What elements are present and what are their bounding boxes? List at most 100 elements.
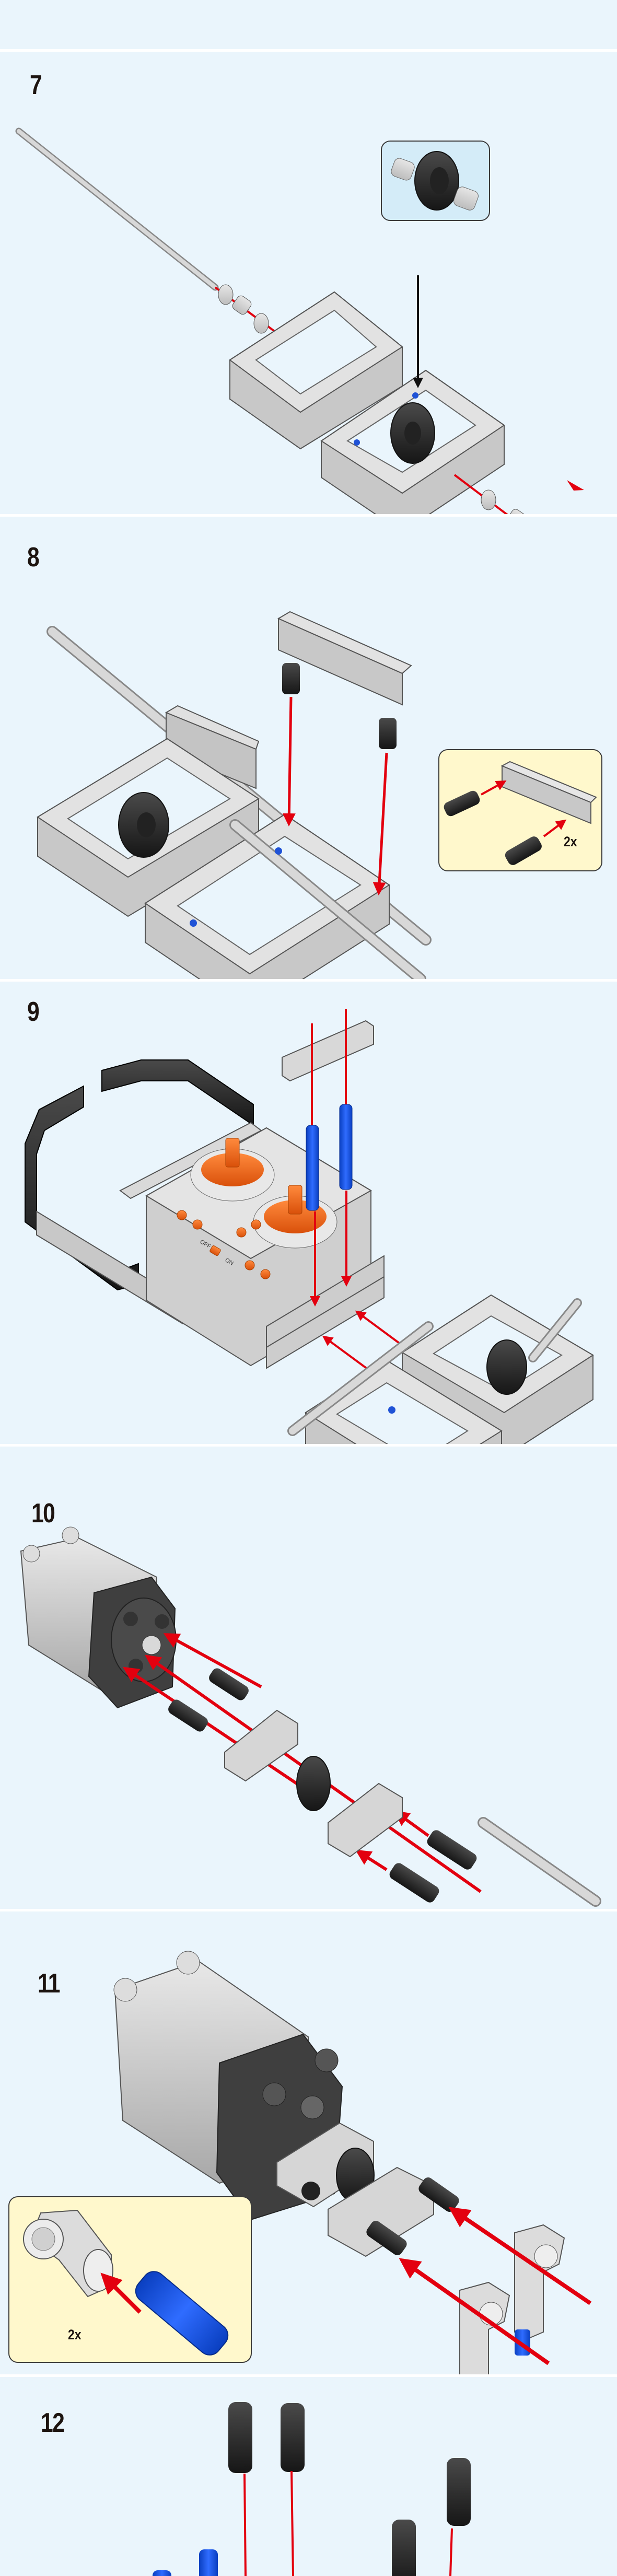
step-7: 7 [0,52,617,514]
quantity-label: 2x [564,834,577,849]
black-friction-pin [444,790,480,817]
beam-1x3 [224,1709,298,1782]
step-number: 9 [27,997,40,1027]
axle [478,1817,601,1907]
black-friction-pin [447,2458,471,2526]
step-number: 12 [41,2408,65,2438]
step-10: 10 [0,1447,617,1909]
bushing [506,509,529,514]
sub-assembly-callout [381,141,490,221]
blue-axle-pin [153,2570,171,2576]
blue-axle-pin [199,2549,218,2576]
bevel-gear [414,151,459,211]
step-number: 10 [31,1498,55,1529]
step-7-illustration [15,127,529,514]
assembly-arrow [399,2258,550,2365]
blue-axle-pin [339,1104,353,1190]
beam [277,611,412,706]
blue-pin [275,847,282,855]
black-friction-pin [366,2221,407,2255]
black-friction-pin [418,2177,459,2212]
black-friction-pin [282,663,300,694]
step-separator [0,1444,617,1447]
callout-parts [444,761,597,865]
axle [15,127,219,291]
callout-parts [23,2209,229,2356]
step-8: 8 [0,517,617,979]
step-9-illustration: OFF ON [25,1009,594,1444]
bushing [453,187,479,211]
open-frame [229,291,403,450]
black-friction-pin [209,1668,249,1700]
sub-assembly-callout: 2x [8,2196,252,2363]
step-number: 8 [27,542,40,573]
bevel-gear [296,1756,331,1811]
step-10-illustration [20,1526,601,1907]
sub-assembly-callout: 2x [438,749,602,871]
assembly-arrow [243,2473,247,2576]
black-friction-pin [505,836,542,865]
step-separator [0,49,617,52]
bushing [481,489,496,510]
callout-parts [391,151,479,211]
black-friction-pin [168,1699,208,1732]
angle-connector [23,2209,113,2298]
step-11: 11 [0,1911,617,2374]
assembly-arrow [282,696,296,826]
black-friction-pin [389,1863,439,1903]
assembly-arrow [322,1335,375,1374]
bevel-gear [486,1339,527,1395]
assembly-arrow [123,1666,325,1803]
step-11-illustration [113,1951,592,2374]
assembly-arrow [100,2272,142,2314]
bevel-gear [390,402,435,464]
step-12-illustration [153,2402,471,2576]
bushing [391,158,415,181]
step-separator [0,2374,617,2377]
assembly-arrow [449,2528,453,2576]
axle [229,819,426,979]
step-separator [0,514,617,517]
blue-axle-pin [135,2271,229,2356]
quantity-label: 2x [68,2327,82,2342]
bushing [232,295,252,315]
assembly-arrow [290,2470,294,2576]
black-friction-pin [392,2520,416,2576]
black-friction-pin [427,1830,477,1870]
bushing [253,313,269,334]
blue-pin [190,919,197,927]
beam [282,1020,374,1082]
step-separator [0,1909,617,1911]
assembly-arrow [355,1849,388,1871]
step-number: 11 [38,1968,60,1999]
beam [165,705,260,789]
step-8-illustration [37,611,432,979]
axle [287,1321,434,1436]
angle-connector [514,2224,565,2356]
axle [528,1298,582,1362]
step-9: 9 OFF ON [0,982,617,1444]
open-frame [144,813,390,979]
blue-pin [388,1406,395,1414]
black-friction-pin [228,2402,252,2473]
bevel-gear [118,792,169,858]
assembly-arrow [543,819,567,837]
beam-1x3 [328,1782,403,1858]
assembly-arrow [448,2207,592,2305]
step-number: 7 [30,70,42,100]
blue-pin [354,439,360,446]
assembly-arrow [453,474,508,514]
step-separator [0,979,617,982]
blue-axle-pin [306,1125,319,1211]
medium-motor [20,1526,177,1709]
bushing [218,284,234,305]
blue-pin [412,392,418,399]
assembly-arrow [481,780,507,796]
assembly-arrow [355,1310,406,1348]
assembly-arrow [372,752,388,895]
power-switch[interactable] [209,1245,222,1256]
page-top-margin [0,0,617,49]
beam-1x3 [328,2166,434,2257]
assembly-arrow [163,1633,262,1688]
beam [500,761,597,824]
